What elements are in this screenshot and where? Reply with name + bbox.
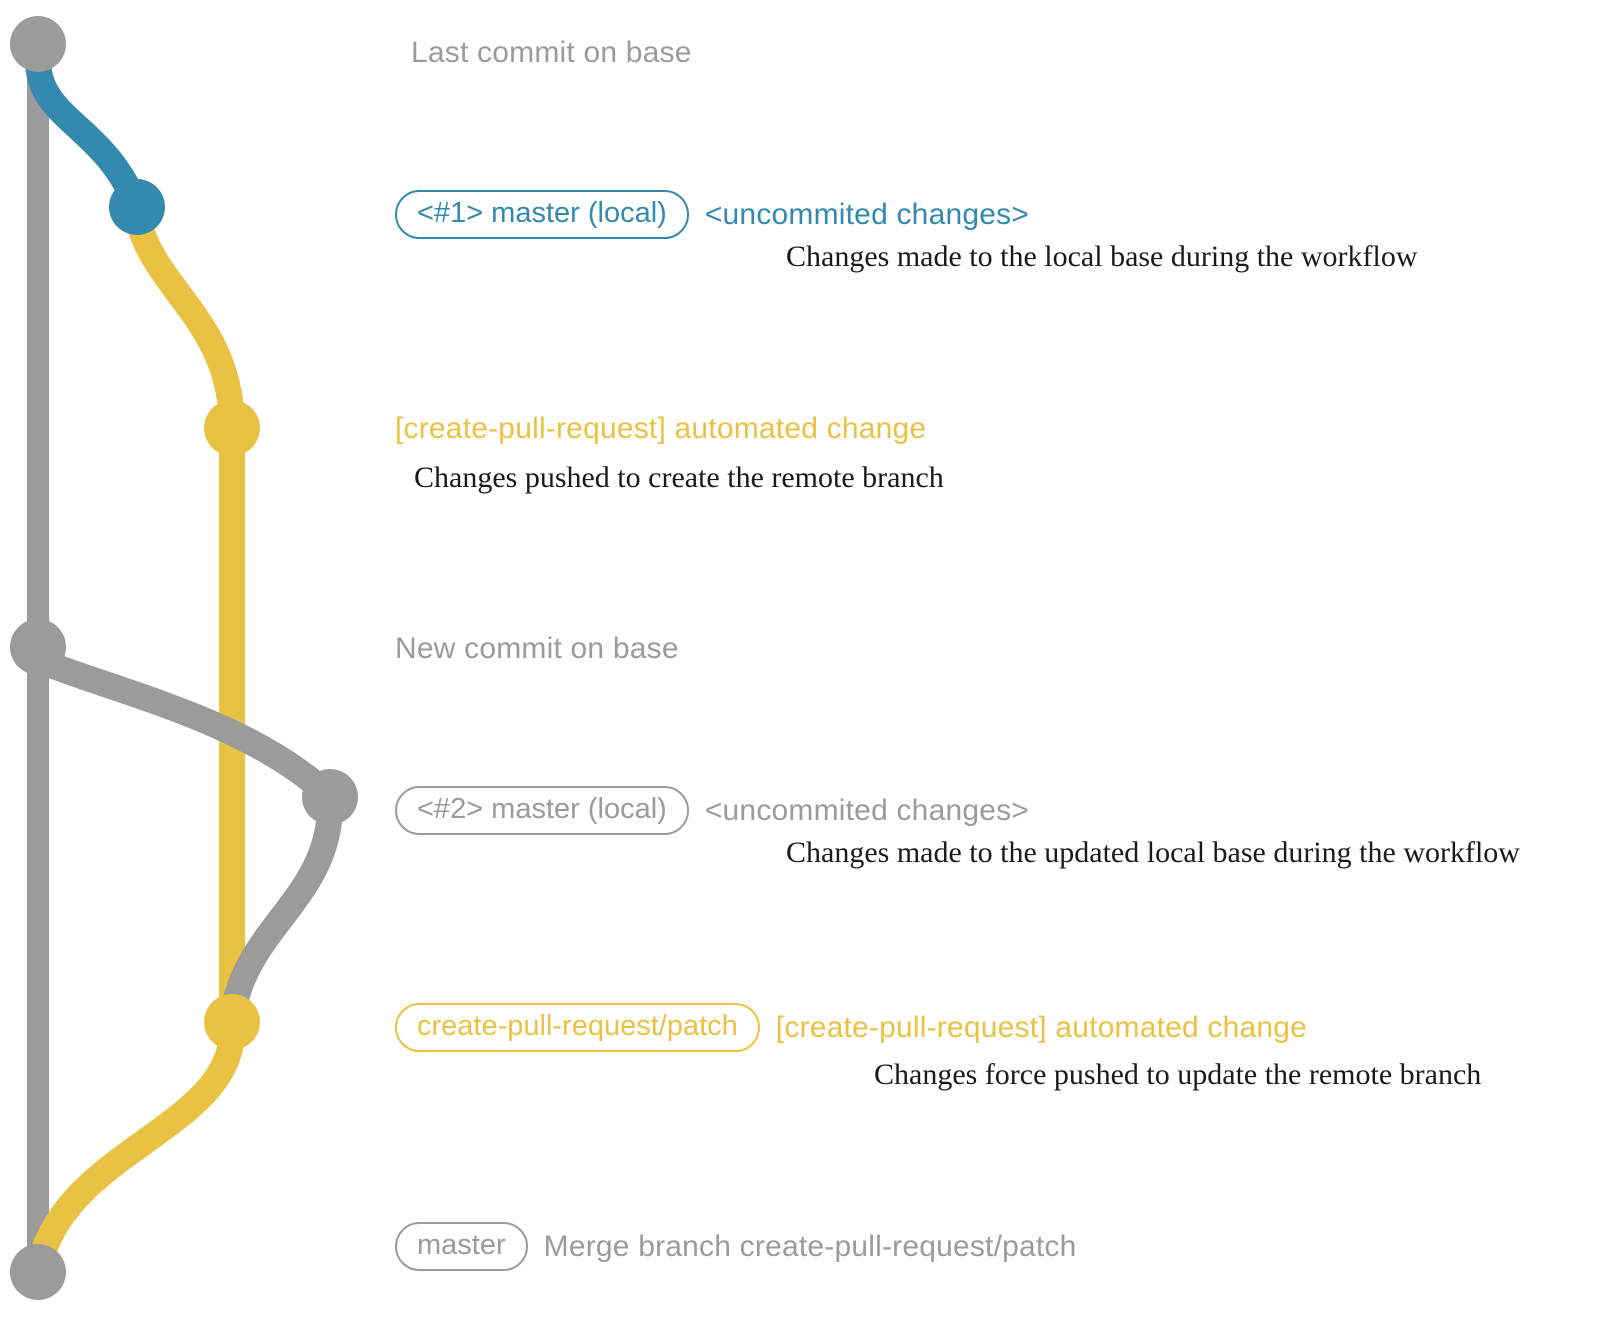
ref-badge-master-local-1[interactable]: <#1> master (local) <box>395 190 689 240</box>
commit-subject-automated-change-1: [create-pull-request] automated change <box>395 412 927 445</box>
row-last-commit-on-base: Last commit on base <box>395 36 692 70</box>
local-to-patch-line-2 <box>219 792 343 1035</box>
commit-subject-master-local-1: <uncommited changes> <box>704 197 1030 231</box>
node-merge <box>10 1244 66 1300</box>
node-patch-2 <box>204 994 260 1050</box>
local-branch-line-2 <box>25 647 343 810</box>
commit-subject-merge-commit: Merge branch create-pull-request/patch <box>543 1229 1077 1263</box>
node-base-new <box>10 619 66 675</box>
patch-branch-line-1 <box>124 202 245 1035</box>
commit-graph-svg <box>10 16 358 1300</box>
row-merge-commit: master Merge branch create-pull-request/… <box>395 1222 1077 1272</box>
row-automated-change-1: [create-pull-request] automated change <box>395 412 926 446</box>
local-branch-line-1 <box>25 47 150 220</box>
row-master-local-2: <#2> master (local) <uncommited changes> <box>395 786 1030 836</box>
node-local-2 <box>302 769 358 825</box>
patch-merge-line <box>25 1017 245 1285</box>
commit-subject-new-commit-on-base: New commit on base <box>395 632 679 665</box>
node-base-top <box>10 16 66 72</box>
commit-subject-last-commit-on-base: Last commit on base <box>411 36 692 69</box>
commit-description-master-local-2: Changes made to the updated local base d… <box>786 836 1520 869</box>
row-master-local-1: <#1> master (local) <uncommited changes> <box>395 190 1030 240</box>
row-automated-change-2: create-pull-request/patch [create-pull-r… <box>395 1003 1308 1053</box>
row-new-commit-on-base: New commit on base <box>395 632 679 666</box>
node-patch-1 <box>204 400 260 456</box>
node-local-1 <box>109 179 165 235</box>
commit-subject-automated-change-2: [create-pull-request] automated change <box>775 1010 1308 1044</box>
commit-description-master-local-1: Changes made to the local base during th… <box>786 240 1418 273</box>
ref-badge-master[interactable]: master <box>395 1222 528 1272</box>
commit-description-automated-change-1: Changes pushed to create the remote bran… <box>414 461 944 494</box>
ref-badge-master-local-2[interactable]: <#2> master (local) <box>395 786 689 836</box>
commit-subject-master-local-2: <uncommited changes> <box>704 793 1030 827</box>
commit-description-automated-change-2: Changes force pushed to update the remot… <box>874 1058 1482 1091</box>
ref-badge-create-pull-request-patch[interactable]: create-pull-request/patch <box>395 1003 760 1053</box>
